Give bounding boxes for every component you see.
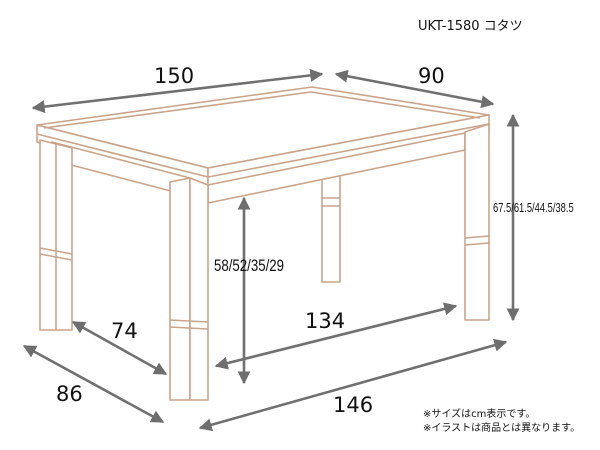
arrow-outer-depth (22, 344, 165, 424)
front-left-leg (169, 177, 209, 401)
front-right-leg (464, 123, 490, 321)
back-right-leg (321, 171, 341, 283)
dimension-height-left: 58/52/35/29 (214, 256, 285, 275)
arrow-width-top (31, 68, 324, 114)
model-label: UKT-1580 コタツ (418, 19, 523, 34)
dimension-arrows (22, 68, 520, 432)
arrow-depth-top (334, 69, 495, 109)
dimension-inner-width: 134 (305, 309, 346, 333)
dimension-width-top: 150 (154, 64, 195, 88)
back-left-leg (39, 139, 73, 331)
dimension-outer-depth: 86 (56, 382, 83, 406)
dimension-height-right: 67.5/61.5/44.5/38.5 (493, 200, 574, 215)
arrow-outer-width (198, 338, 508, 432)
dimension-depth-top: 90 (418, 64, 445, 88)
note-size-unit: ※サイズはcm表示です。 (423, 409, 536, 420)
dimension-outer-width: 146 (333, 393, 374, 417)
dimension-inner-depth: 74 (111, 319, 138, 343)
note-illustration-disclaimer: ※イラストは商品とは異なります。 (423, 423, 581, 434)
